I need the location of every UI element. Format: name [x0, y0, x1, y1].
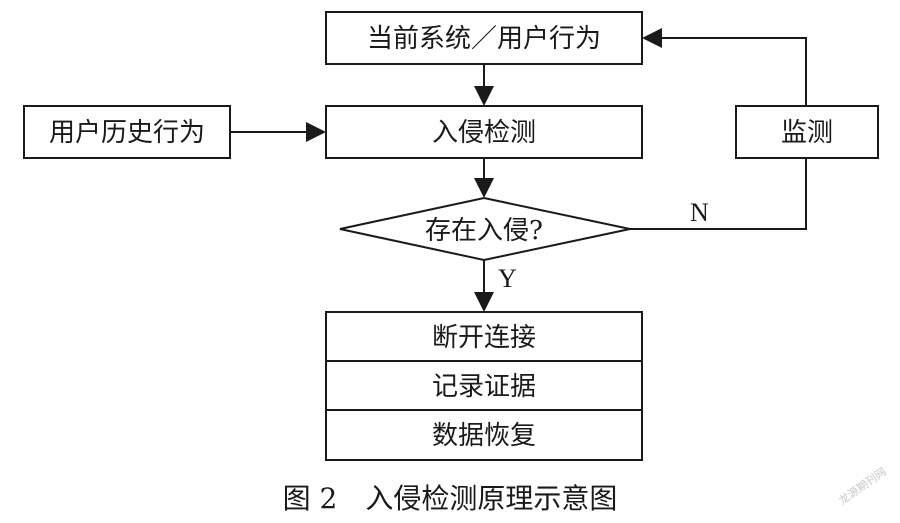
edge-yes-label: Y — [498, 264, 517, 293]
watermark: 龙源期刊网 — [836, 464, 889, 507]
node-disconnect-label: 断开连接 — [432, 323, 536, 353]
edge-monitor-to-current — [642, 28, 807, 106]
node-user-history: 用户历史行为 — [23, 105, 231, 159]
node-intrusion-detection: 入侵检测 — [325, 105, 643, 159]
edge-decision-no: N — [630, 158, 807, 230]
node-actions-stack: 断开连接 记录证据 数据恢复 — [325, 311, 643, 461]
node-decision-label: 存在入侵? — [425, 216, 543, 246]
edge-no-label: N — [690, 198, 709, 227]
edge-history-to-detection — [230, 122, 326, 142]
figure-caption: 图 2 入侵检测原理示意图 — [283, 482, 618, 515]
edge-decision-yes: Y — [474, 260, 517, 312]
edge-detection-to-decision — [474, 158, 494, 198]
node-current-behavior: 当前系统／用户行为 — [325, 11, 643, 65]
node-record-evidence-label: 记录证据 — [432, 372, 536, 402]
node-monitor-label: 监测 — [781, 118, 833, 148]
node-intrusion-detection-label: 入侵检测 — [432, 118, 536, 148]
node-monitor: 监测 — [735, 105, 879, 159]
node-data-recovery-label: 数据恢复 — [432, 421, 536, 451]
node-decision: 存在入侵? — [339, 196, 631, 262]
node-current-behavior-label: 当前系统／用户行为 — [367, 24, 601, 54]
edge-current-to-detection — [474, 64, 494, 106]
node-user-history-label: 用户历史行为 — [49, 118, 205, 148]
